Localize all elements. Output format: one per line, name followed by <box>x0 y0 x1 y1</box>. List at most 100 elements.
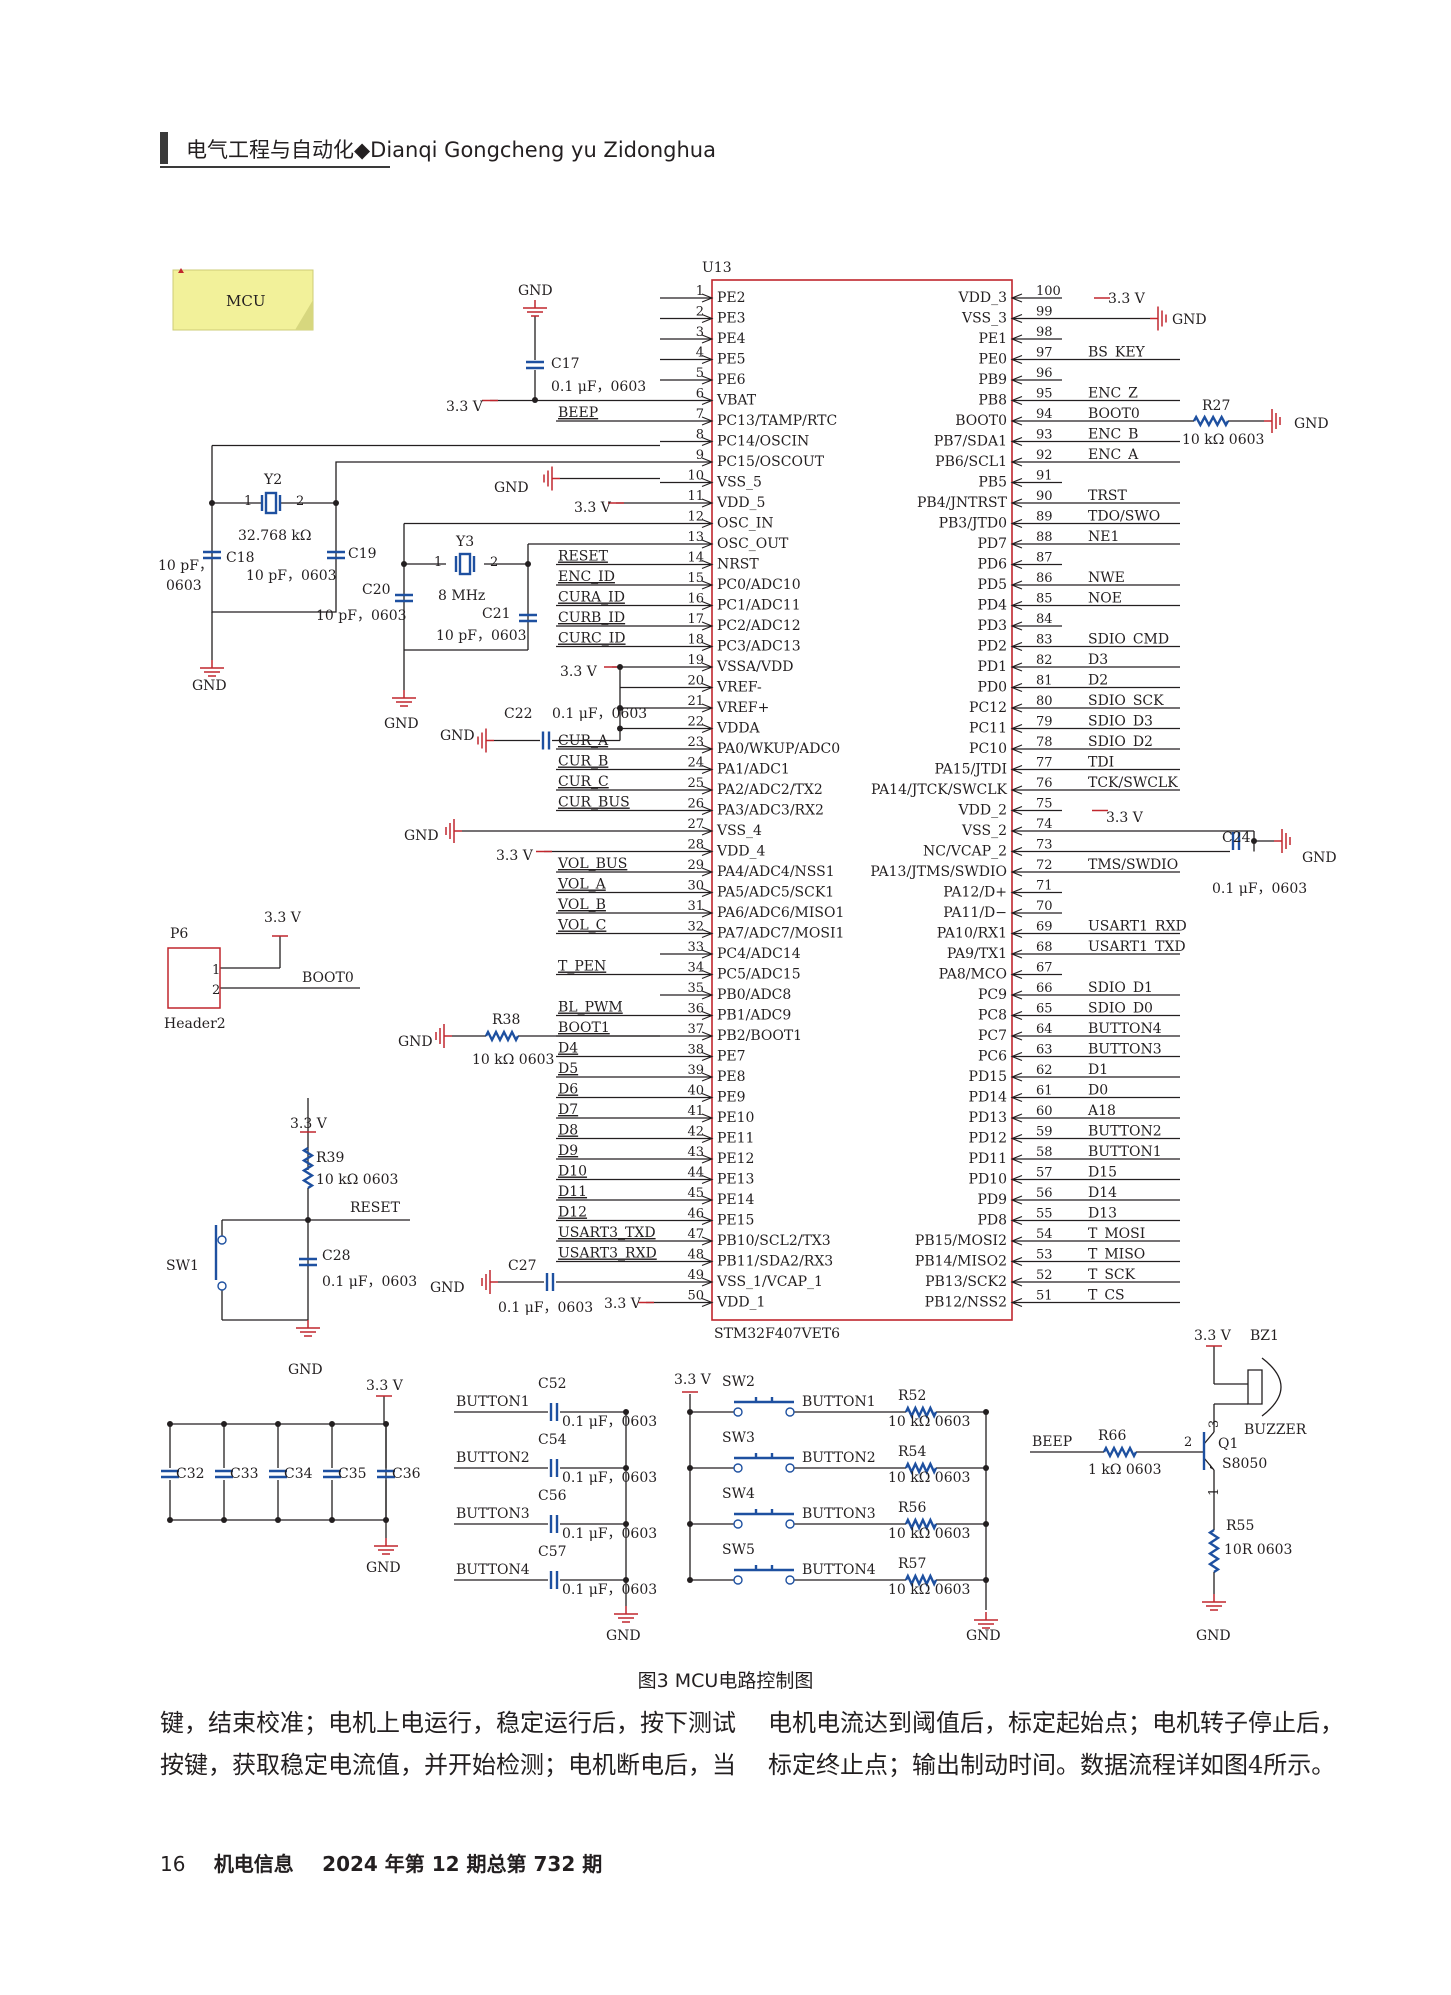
pin-name: VSSA/VDD <box>716 659 793 675</box>
pin-number: 67 <box>1036 961 1053 976</box>
pin-marker <box>701 1051 714 1062</box>
pin-number: 41 <box>687 1104 704 1119</box>
pin-name: VSS_2 <box>961 823 1007 839</box>
value-label: 0.1 μF，0603 <box>562 1470 657 1486</box>
pin-name: PE8 <box>717 1069 746 1085</box>
value-label: 10 kΩ 0603 <box>888 1414 970 1430</box>
pin-number: 19 <box>687 653 704 668</box>
pin-number: 44 <box>687 1166 704 1181</box>
junction-dot <box>305 1217 311 1223</box>
pin-label: 2 <box>1184 1435 1192 1450</box>
pin-name: PE1 <box>978 331 1007 347</box>
part-label: C57 <box>538 1544 567 1560</box>
junction-dot <box>167 1421 173 1427</box>
net-label: D13 <box>1088 1206 1117 1222</box>
pin-name: PD2 <box>977 639 1007 655</box>
gnd-label: GND <box>1196 1628 1231 1644</box>
pin-marker <box>701 1256 714 1267</box>
junction-dot <box>623 1465 629 1471</box>
vcc-label: 3.3 V <box>290 1116 328 1132</box>
pin-number: 68 <box>1036 940 1053 955</box>
net-label: D10 <box>558 1164 587 1180</box>
pin-name: NC/VCAP_2 <box>923 844 1007 860</box>
pin-number: 69 <box>1036 920 1053 935</box>
body-column-left: 键，结束校准；电机上电运行，稳定运行后，按下测试 按键，获取稳定电流值，并开始检… <box>160 1702 760 1786</box>
mcu-chip-body <box>711 279 1013 1321</box>
gnd-label: GND <box>1172 312 1207 328</box>
junction-dot <box>275 1517 281 1523</box>
pin-marker <box>1010 580 1023 590</box>
pin-number: 98 <box>1036 325 1053 340</box>
pin-name: VBAT <box>716 393 757 409</box>
pin-marker <box>701 518 714 529</box>
gnd-label: GND <box>192 678 227 694</box>
part-label: C36 <box>392 1466 421 1482</box>
pin-number: 74 <box>1036 817 1053 832</box>
net-label: TDO/SWO <box>1088 509 1160 525</box>
pin-name: PE13 <box>717 1172 754 1188</box>
gnd-label: GND <box>384 716 419 732</box>
junction-dot <box>1251 838 1257 844</box>
pin-number: 83 <box>1036 633 1053 648</box>
net-label: SDIO_SCK <box>1088 693 1164 709</box>
pin-number: 55 <box>1036 1207 1053 1222</box>
pin-marker <box>1010 1297 1023 1308</box>
net-label: SDIO_D3 <box>1088 714 1153 730</box>
pin-number: 95 <box>1036 387 1053 402</box>
pin-name: PB11/SDA2/RX3 <box>717 1254 833 1270</box>
pin-number: 49 <box>687 1268 704 1283</box>
net-label: D4 <box>558 1041 578 1057</box>
pin-number: 36 <box>687 1002 704 1017</box>
pin-marker <box>1010 928 1023 939</box>
value-label: 10 kΩ 0603 <box>1182 432 1264 448</box>
chip-part: STM32F407VET6 <box>714 1326 840 1342</box>
pin-number: 73 <box>1036 838 1053 853</box>
pin-label: 1 <box>212 963 220 978</box>
pin-number: 12 <box>687 510 704 525</box>
pin-marker <box>1010 334 1023 344</box>
junction-dot <box>687 1465 693 1471</box>
pin-number: 75 <box>1036 797 1053 812</box>
pin-marker <box>1010 1154 1023 1164</box>
pin-name: PE11 <box>717 1131 754 1147</box>
pin-marker <box>701 887 714 898</box>
vcc-label: 3.3 V <box>366 1378 404 1394</box>
section-header: 电气工程与自动化◆Dianqi Gongcheng yu Zidonghua <box>186 138 716 162</box>
pin-name: PC14/OSCIN <box>717 434 809 450</box>
net-label: CUR_B <box>558 754 608 770</box>
part-label: C24 <box>1222 830 1251 846</box>
vcc-label: 3.3 V <box>446 399 484 415</box>
pin-number: 97 <box>1036 346 1053 361</box>
pin-number: 7 <box>696 407 704 422</box>
net-label: D12 <box>558 1205 587 1221</box>
pin-name: PA1/ADC1 <box>717 762 790 778</box>
net-label: D14 <box>1088 1185 1117 1201</box>
pin-number: 8 <box>696 428 704 443</box>
pin-marker <box>1010 785 1023 795</box>
pin-number: 91 <box>1036 469 1053 484</box>
junction-dot <box>623 1409 629 1415</box>
net-label: SDIO_D1 <box>1088 980 1153 996</box>
pin-number: 100 <box>1036 284 1061 299</box>
pin-name: PE3 <box>717 311 746 327</box>
pin-name: PC5/ADC15 <box>717 967 801 983</box>
pin-marker <box>701 1236 714 1246</box>
pin-name: PD7 <box>977 536 1007 552</box>
pin-marker <box>701 539 714 549</box>
pin-number: 1 <box>696 284 704 299</box>
pin-name: PD0 <box>977 680 1007 696</box>
pin-name: PE6 <box>717 372 746 388</box>
pin-number: 70 <box>1036 899 1053 914</box>
pin-name: VDD_4 <box>716 844 766 860</box>
pin-name: VREF+ <box>716 700 769 716</box>
pin-number: 23 <box>687 735 704 750</box>
net-label: BEEP <box>558 405 598 421</box>
net-label: TRST <box>1088 488 1127 504</box>
junction-dot <box>329 1517 335 1523</box>
pin-name: PD10 <box>969 1172 1007 1188</box>
net-label: CUR_C <box>558 774 609 790</box>
part-label: C33 <box>230 1466 259 1482</box>
pin-name: PE0 <box>978 352 1007 368</box>
junction-dot <box>275 1421 281 1427</box>
pin-marker <box>1010 1072 1023 1082</box>
